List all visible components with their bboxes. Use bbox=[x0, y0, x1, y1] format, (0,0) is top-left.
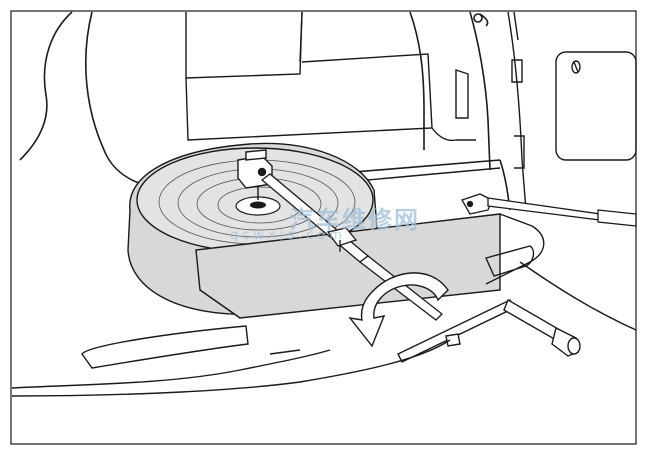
extension-bar bbox=[260, 173, 443, 321]
figure-border bbox=[10, 10, 637, 445]
hatch-door-panel bbox=[507, 11, 637, 223]
rear-bumper bbox=[11, 213, 637, 397]
rotation-direction-arrow bbox=[348, 272, 449, 348]
gas-support-strut bbox=[461, 193, 637, 227]
lug-wrench bbox=[397, 298, 581, 363]
rear-seatback bbox=[185, 11, 476, 142]
